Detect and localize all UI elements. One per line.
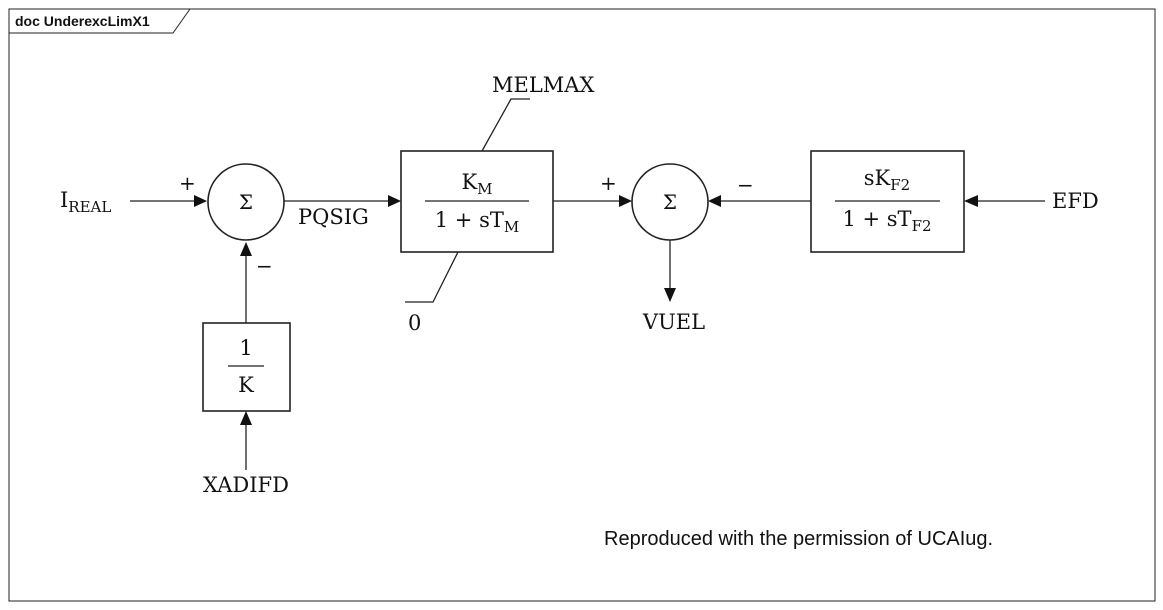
limit-min-label: 0 bbox=[408, 311, 421, 335]
block-gain-k-numerator: 1 bbox=[239, 336, 252, 360]
arrowhead-summer-2-right bbox=[708, 195, 721, 207]
input-efd-label: EFD bbox=[1052, 189, 1099, 213]
arrowhead-summer-2-left bbox=[619, 195, 632, 207]
input-xadifd-label: XADIFD bbox=[203, 473, 289, 497]
block-gain-k-denominator: K bbox=[238, 373, 254, 397]
summer-1 bbox=[207, 163, 285, 241]
limit-min-line bbox=[405, 251, 459, 303]
block-gain-k bbox=[202, 322, 291, 412]
block-lag-m-numerator: KM bbox=[461, 170, 492, 198]
arrowhead-ireal bbox=[194, 195, 207, 207]
sign-sum1-plus: + bbox=[179, 171, 196, 195]
limit-max-label: MELMAX bbox=[492, 73, 594, 97]
input-ireal-label: IREAL bbox=[60, 188, 111, 216]
arrowhead-vuel bbox=[664, 288, 676, 302]
arrowhead-summer-1-bottom bbox=[240, 242, 252, 256]
block-lag-m-denominator: 1 + sTM bbox=[435, 208, 519, 236]
output-vuel-label: VUEL bbox=[642, 310, 705, 334]
frame-title: doc UnderexcLimX1 bbox=[15, 13, 150, 29]
summer-2-symbol: Σ bbox=[663, 190, 677, 214]
block-washout-f2-denominator: 1 + sTF2 bbox=[842, 207, 931, 235]
arrowhead-lag-m-input bbox=[388, 195, 401, 207]
summer-1-symbol: Σ bbox=[239, 190, 253, 214]
sign-sum2-minus: − bbox=[737, 173, 754, 197]
limit-max-line bbox=[481, 98, 530, 152]
sign-sum2-plus: + bbox=[600, 171, 617, 195]
block-washout-f2-numerator: sKF2 bbox=[864, 166, 910, 194]
arrowhead-xadifd bbox=[240, 411, 252, 425]
arrowhead-efd bbox=[964, 195, 978, 207]
sign-sum1-minus: − bbox=[256, 254, 273, 278]
frame-tab bbox=[9, 8, 191, 34]
signal-pqsig-label: PQSIG bbox=[298, 205, 369, 229]
permission-note: Reproduced with the permission of UCAIug… bbox=[604, 528, 993, 550]
diagram-frame bbox=[8, 8, 1156, 602]
